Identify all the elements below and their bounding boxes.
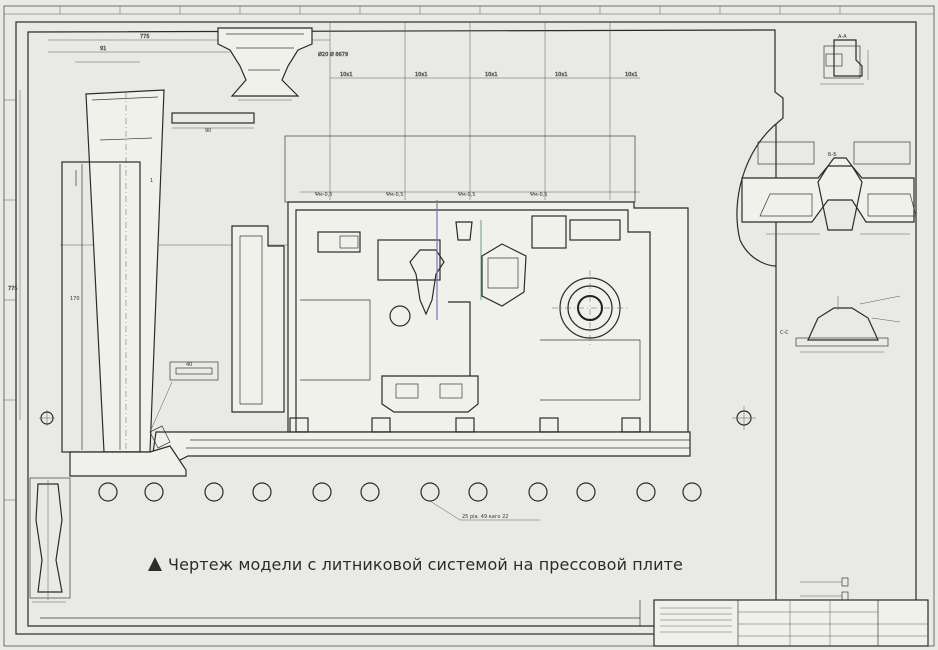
right-detail-area: А-А Б-Б С-С xyxy=(736,34,917,601)
svg-text:10х1: 10х1 xyxy=(625,72,638,78)
svg-text:Ψм-0,5: Ψм-0,5 xyxy=(530,192,547,198)
section-c-c: С-С xyxy=(780,295,901,353)
svg-text:10х1: 10х1 xyxy=(555,72,568,78)
caption-text: Чертеж модели с литниковой системой на п… xyxy=(168,555,684,574)
svg-text:170: 170 xyxy=(70,296,80,302)
svg-text:1: 1 xyxy=(150,178,153,184)
svg-text:775: 775 xyxy=(140,34,150,40)
svg-text:Ψм-0,5: Ψм-0,5 xyxy=(458,192,475,198)
svg-text:90: 90 xyxy=(205,128,211,134)
svg-text:25 ріа. 49 каго 22: 25 ріа. 49 каго 22 xyxy=(462,514,508,520)
svg-text:10х1: 10х1 xyxy=(415,72,428,78)
press-plate-outline xyxy=(27,29,784,627)
section-a-a: А-А xyxy=(820,34,869,85)
sprue-cup xyxy=(217,27,313,101)
legend-strokes xyxy=(800,577,849,601)
dimension-lines: 775 91 10х1 10х1 10х1 10х1 10х1 Ø20 Ø 86… xyxy=(8,22,640,420)
sheet-frame xyxy=(3,5,935,647)
svg-text:91: 91 xyxy=(100,46,106,52)
filter-bar: 90 xyxy=(171,112,255,134)
svg-text:10х1: 10х1 xyxy=(485,72,498,78)
svg-text:А-А: А-А xyxy=(838,34,847,40)
section-detail-vertical xyxy=(29,477,71,603)
title-block xyxy=(653,599,929,647)
ejector-pins: 25 ріа. 49 каго 22 xyxy=(98,482,702,521)
svg-text:Б-Б: Б-Б xyxy=(828,152,837,158)
tapered-riser xyxy=(85,89,165,453)
gating-runner xyxy=(69,417,691,477)
gate-detail: 40 xyxy=(149,361,219,433)
svg-text:10х1: 10х1 xyxy=(340,72,353,78)
casting-model: Ψм-0,5 Ψм-0,5 Ψм-0,5 Ψм-0,5 xyxy=(231,135,689,447)
section-b-b: Б-Б xyxy=(741,141,917,235)
svg-text:Ø20 Ø 8679: Ø20 Ø 8679 xyxy=(318,51,348,58)
svg-text:Ψм-0,5: Ψм-0,5 xyxy=(315,192,332,198)
svg-text:Ψм-0,5: Ψм-0,5 xyxy=(386,192,403,198)
svg-text:775: 775 xyxy=(8,286,18,292)
svg-text:40: 40 xyxy=(186,362,192,368)
locating-pins xyxy=(39,406,756,430)
triangle-bullet-icon xyxy=(148,557,162,571)
figure-caption: Чертеж модели с литниковой системой на п… xyxy=(148,555,683,574)
svg-text:С-С: С-С xyxy=(780,330,789,336)
